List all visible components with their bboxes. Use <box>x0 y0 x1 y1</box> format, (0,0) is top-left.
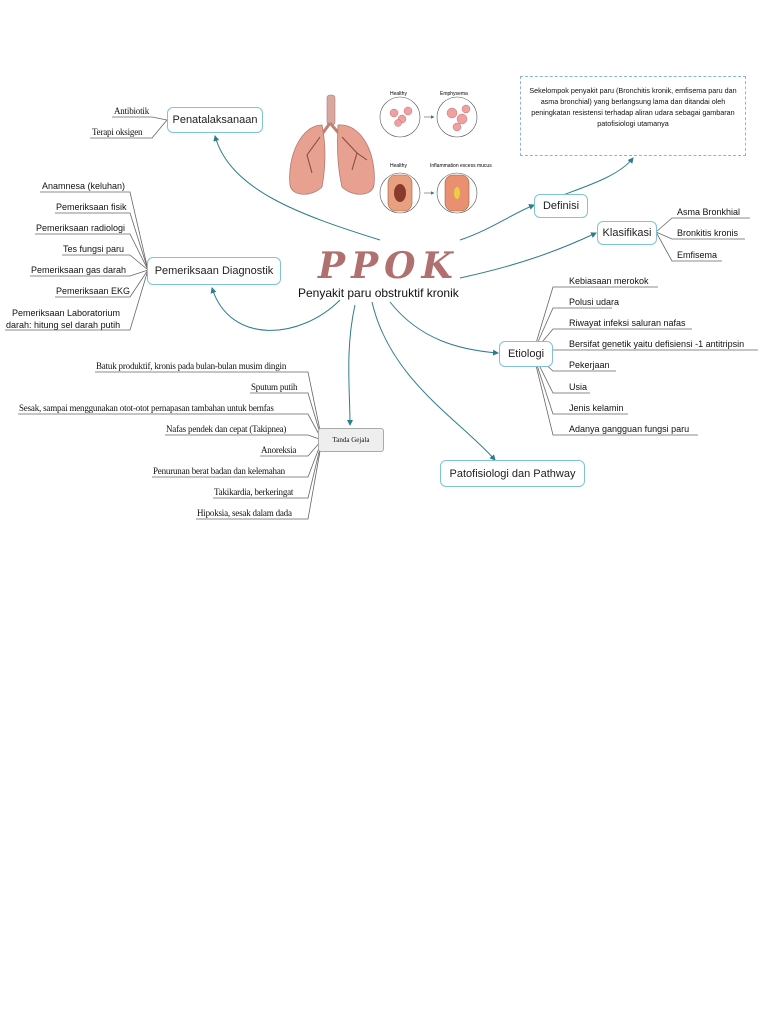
diagnostik-item: Pemeriksaan fisik <box>56 202 127 212</box>
diagnostik-item: Pemeriksaan gas darah <box>31 265 127 275</box>
connector-klasifikasi <box>459 232 597 279</box>
etiologi-item: Usia <box>569 382 588 392</box>
svg-text:Inflammation excess mucus: Inflammation excess mucus <box>430 163 492 169</box>
connector-tanda <box>346 304 356 426</box>
node-penatalaksanaan[interactable]: Penatalaksanaan <box>167 107 263 133</box>
etiologi-item: Riwayat infeksi saluran nafas <box>569 318 686 328</box>
svg-text:Emphysema: Emphysema <box>440 91 468 97</box>
diagnostik-item: Pemeriksaan EKG <box>56 286 131 296</box>
penatalaksanaan-item: Antibiotik <box>114 106 150 116</box>
alveoli-diagram: Healthy Emphysema <box>379 91 478 138</box>
klasifikasi-item: Emfisema <box>677 250 718 260</box>
etiologi-item: Kebiasaan merokok <box>569 276 649 286</box>
gejala-item: Anoreksia <box>261 445 297 455</box>
gejala-item: Batuk produktif, kronis pada bulan-bulan… <box>96 361 287 371</box>
gejala-item: Penurunan berat badan dan kelemahan <box>153 466 285 476</box>
gejala-item: Takikardia, berkeringat <box>214 487 294 497</box>
connector-definisi <box>459 204 535 241</box>
lung-illustration: Healthy Emphysema Healthy Inflammation e… <box>289 91 492 214</box>
node-patofisiologi-pathway[interactable]: Patofisiologi dan Pathway <box>440 460 585 487</box>
node-etiologi[interactable]: Etiologi <box>499 341 553 367</box>
node-klasifikasi[interactable]: Klasifikasi <box>597 221 657 245</box>
etiologi-item: Adanya gangguan fungsi paru <box>569 424 690 434</box>
definisi-text-box: Sekelompok penyakit paru (Bronchitis kro… <box>520 76 746 156</box>
connector-penatalaksanaan <box>213 135 381 241</box>
diagnostik-item: Pemeriksaan Laboratorium <box>12 308 121 318</box>
gejala-item: Sputum putih <box>251 382 298 392</box>
subtitle: Penyakit paru obstruktif kronik <box>298 286 459 300</box>
etiologi-item: Bersifat genetik yaitu defisiensi -1 ant… <box>569 339 745 349</box>
klasifikasi-item: Bronkitis kronis <box>677 228 739 238</box>
diagnostik-item: Tes fungsi paru <box>63 244 125 254</box>
diagnostik-item: Pemeriksaan radiologi <box>36 223 126 233</box>
gejala-item: Hipoksia, sesak dalam dada <box>197 508 292 518</box>
gejala-item: Nafas pendek dan cepat (Takipnea) <box>166 424 287 434</box>
connector-diagnostik <box>210 287 341 331</box>
klasifikasi-item: Asma Bronkhial <box>677 207 741 217</box>
connector-definisi-box <box>562 157 634 196</box>
diagnostik-item: darah: hitung sel darah putih <box>6 320 121 330</box>
bronchi-diagram: Healthy Inflammation excess mucus <box>379 163 492 214</box>
svg-text:Healthy: Healthy <box>390 163 407 169</box>
title-ppok: PPOK <box>318 245 459 287</box>
connector-etiologi <box>389 301 499 356</box>
etiologi-item: Jenis kelamin <box>569 403 624 413</box>
lungs-image <box>289 94 375 195</box>
node-pemeriksaan-diagnostik[interactable]: Pemeriksaan Diagnostik <box>147 257 281 285</box>
node-definisi[interactable]: Definisi <box>534 194 588 218</box>
gejala-item: Sesak, sampai menggunakan otot-otot pern… <box>19 403 274 413</box>
penatalaksanaan-item: Terapi oksigen <box>92 127 143 137</box>
connector-patofisiologi <box>371 301 496 461</box>
node-tanda-gejala[interactable]: Tanda Gejala <box>318 428 384 452</box>
svg-text:Healthy: Healthy <box>390 91 407 97</box>
etiologi-item: Polusi udara <box>569 297 620 307</box>
etiologi-item: Pekerjaan <box>569 360 610 370</box>
diagnostik-item: Anamnesa (keluhan) <box>42 181 126 191</box>
